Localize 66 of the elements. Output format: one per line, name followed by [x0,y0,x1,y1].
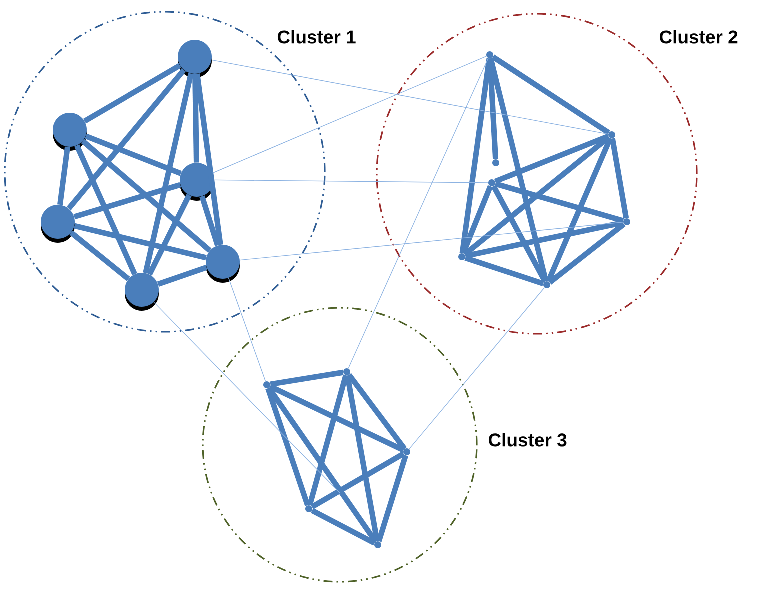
graph-edge [85,134,182,176]
graph-edge [212,56,487,174]
graph-edge [147,194,192,276]
graph-edge [310,451,406,510]
graph-edge [546,137,614,283]
vertex-dot [608,132,616,138]
vertex-circle [41,205,75,243]
graph-edge [157,265,208,287]
graph-edge [240,222,624,261]
cluster-label: Cluster 2 [660,30,738,44]
vertex-dot [344,368,350,376]
cluster-label: Cluster 1 [278,30,356,44]
vertex-dot [264,382,270,388]
graph-edge [548,222,626,285]
graph-edge [347,373,407,451]
graph-edge [491,184,548,284]
graph-edge [83,63,182,124]
graph-edge [228,278,266,382]
vertex-circle [178,40,212,78]
vertex-dot [486,52,494,58]
vertex-circle [125,273,159,311]
graph-edge [487,58,499,160]
graph-edge [348,58,489,369]
vertex-dot [306,506,312,512]
vertex-dot [624,218,630,226]
vertex-dot [488,180,496,186]
vertex-dot [374,542,382,548]
graph-edge [409,287,545,450]
graph-edge [307,374,349,506]
graph-edge [74,144,138,276]
graph-edge [194,74,224,246]
graph-edge [376,454,409,542]
graph-edge [192,74,200,163]
graph-edge [81,139,212,253]
graph-edge [154,302,340,494]
vertex-dot [458,254,466,260]
graph-edge [74,223,207,261]
graph-edge [492,54,610,136]
graph-edge [344,375,380,542]
vertex-dot [404,448,410,456]
graph-edge [66,68,186,211]
graph-edge [494,134,610,184]
vertex-circle [180,163,214,201]
graph-edge [212,60,609,135]
graph-edge [494,181,624,224]
vertex-dot [492,160,500,166]
graph-edge [70,230,130,282]
graph-edge [465,220,624,259]
graph-edge [269,384,405,453]
graph-edge [143,73,194,274]
graph-edge [266,388,310,506]
graph-edge [311,508,376,546]
graph-edge [214,180,489,184]
vertex-circle [206,245,240,283]
graph-edge [460,185,494,255]
graph-edge [74,182,182,220]
graph-edge [58,146,70,206]
graph-edge [463,135,611,257]
graph-edge [266,386,378,544]
graph-edge [270,370,344,388]
graph-edge [200,196,220,246]
cluster-label: Cluster 3 [488,433,567,447]
vertex-dot [544,282,550,288]
graph-edge [610,138,630,219]
graph-edge [464,256,544,286]
vertex-circle [53,113,87,151]
